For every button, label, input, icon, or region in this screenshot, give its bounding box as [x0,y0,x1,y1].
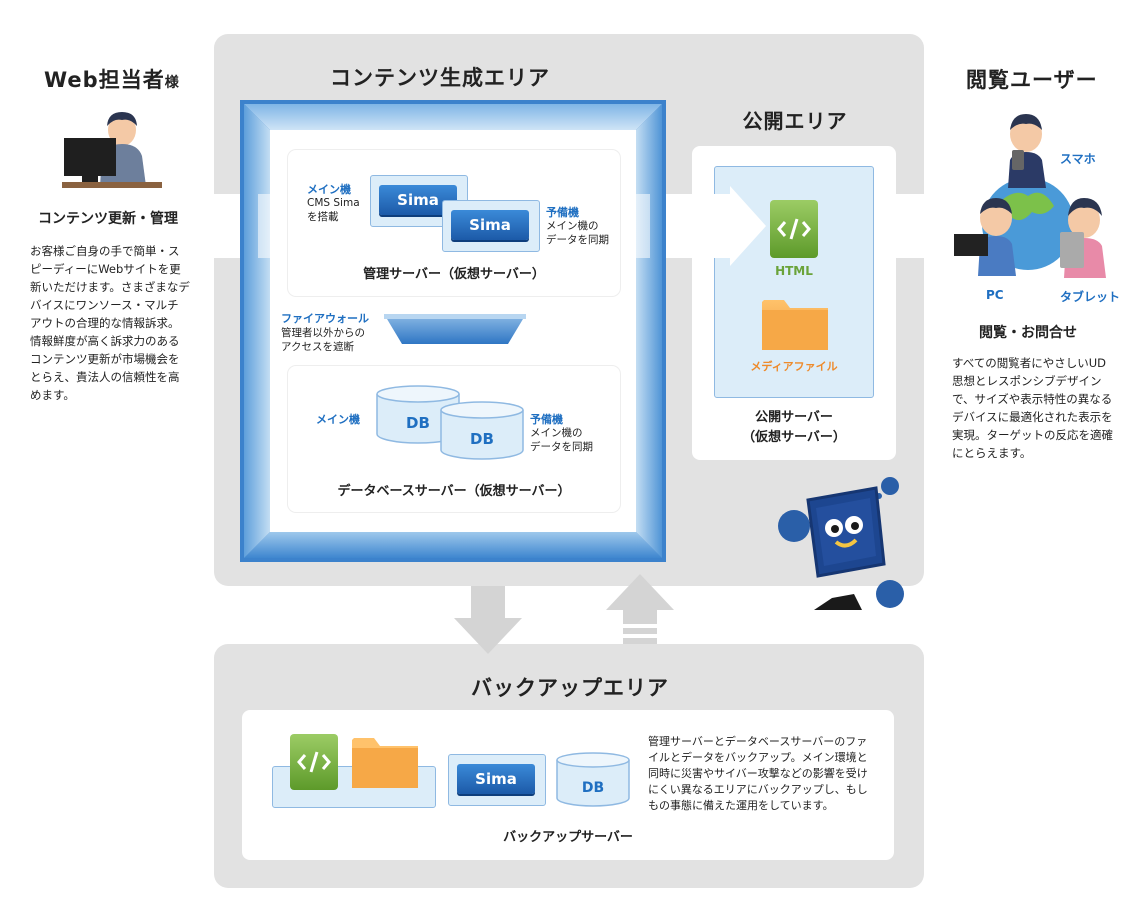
mgmt-backup-label: 予備機 [546,206,579,219]
up-arrow-icon [606,574,674,644]
mgmt-main-label: メイン機 [307,183,351,196]
firewall-desc-2: アクセスを遮断 [281,341,354,353]
sima-logo: Sima [451,210,529,240]
html-label: HTML [775,264,813,278]
content-area-title: コンテンツ生成エリア [330,66,550,90]
public-server-name-1: 公開サーバー [755,410,833,425]
mgmt-main-desc-1: CMS Sima [307,197,360,209]
admin-title: Web担当者様 [44,68,180,92]
backup-server-name: バックアップサーバー [503,830,633,845]
db-main-label: メイン機 [316,413,360,426]
firewall-label: ファイアウォール [281,312,369,325]
backup-area-title: バックアップエリア [471,676,669,700]
admin-description: お客様ご自身の手で簡単・スピーディーにWebサイトを更新いただけます。さまざまな… [30,244,190,402]
db-backup-desc-2: データを同期 [530,441,593,453]
db-text-main: DB [406,414,430,432]
db-backup-label: 予備機 [530,413,563,426]
device-smartphone-label: スマホ [1060,152,1096,166]
backup-db-cylinder [556,752,630,807]
sima-card-backup: Sima [442,200,540,252]
backup-description: 管理サーバーとデータベースサーバーのファイルとデータをバックアップ。メイン環境と… [648,735,868,812]
sima-logo: Sima [457,764,535,794]
robot-mascot-icon [778,477,904,610]
media-file-label: メディアファイル [750,360,838,373]
device-tablet-label: タブレット [1060,290,1121,304]
viewer-description: すべての閲覧者にやさしいUD思想とレスポンシブデザインで、サイズや表示特性の異な… [952,356,1113,460]
flow-arrow-icon [676,186,766,266]
management-server-name: 管理サーバー（仮想サーバー） [363,267,545,282]
public-server-name-2: （仮想サーバー） [742,430,846,445]
db-backup-desc-1: メイン機の [530,427,583,439]
firewall-icon [384,314,526,344]
admin-person-icon [62,112,162,188]
viewer-users-icon [954,114,1106,278]
backup-folder-icon [352,738,418,788]
admin-subtitle: コンテンツ更新・管理 [38,211,178,227]
backup-html-code-icon [290,734,338,790]
db-cylinder-main [376,385,460,444]
db-cylinder-backup [440,401,524,460]
backup-db-text: DB [581,780,605,796]
public-area-title: 公開エリア [742,109,848,133]
mgmt-main-desc-2: を搭載 [307,211,339,223]
firewall-desc-1: 管理者以外からの [281,327,365,339]
viewer-title: 閲覧ユーザー [966,68,1098,92]
mgmt-backup-desc-1: メイン機の [546,220,599,232]
database-server-name: データベースサーバー（仮想サーバー） [337,484,571,499]
folder-icon [762,300,828,350]
down-arrow-icon [454,586,522,654]
backup-sima-card: Sima [448,754,546,806]
html-code-icon [770,200,818,258]
mgmt-backup-desc-2: データを同期 [546,234,609,246]
viewer-subtitle: 閲覧・お問合せ [979,325,1077,341]
device-pc-label: PC [986,288,1004,302]
db-text-backup: DB [470,430,494,448]
